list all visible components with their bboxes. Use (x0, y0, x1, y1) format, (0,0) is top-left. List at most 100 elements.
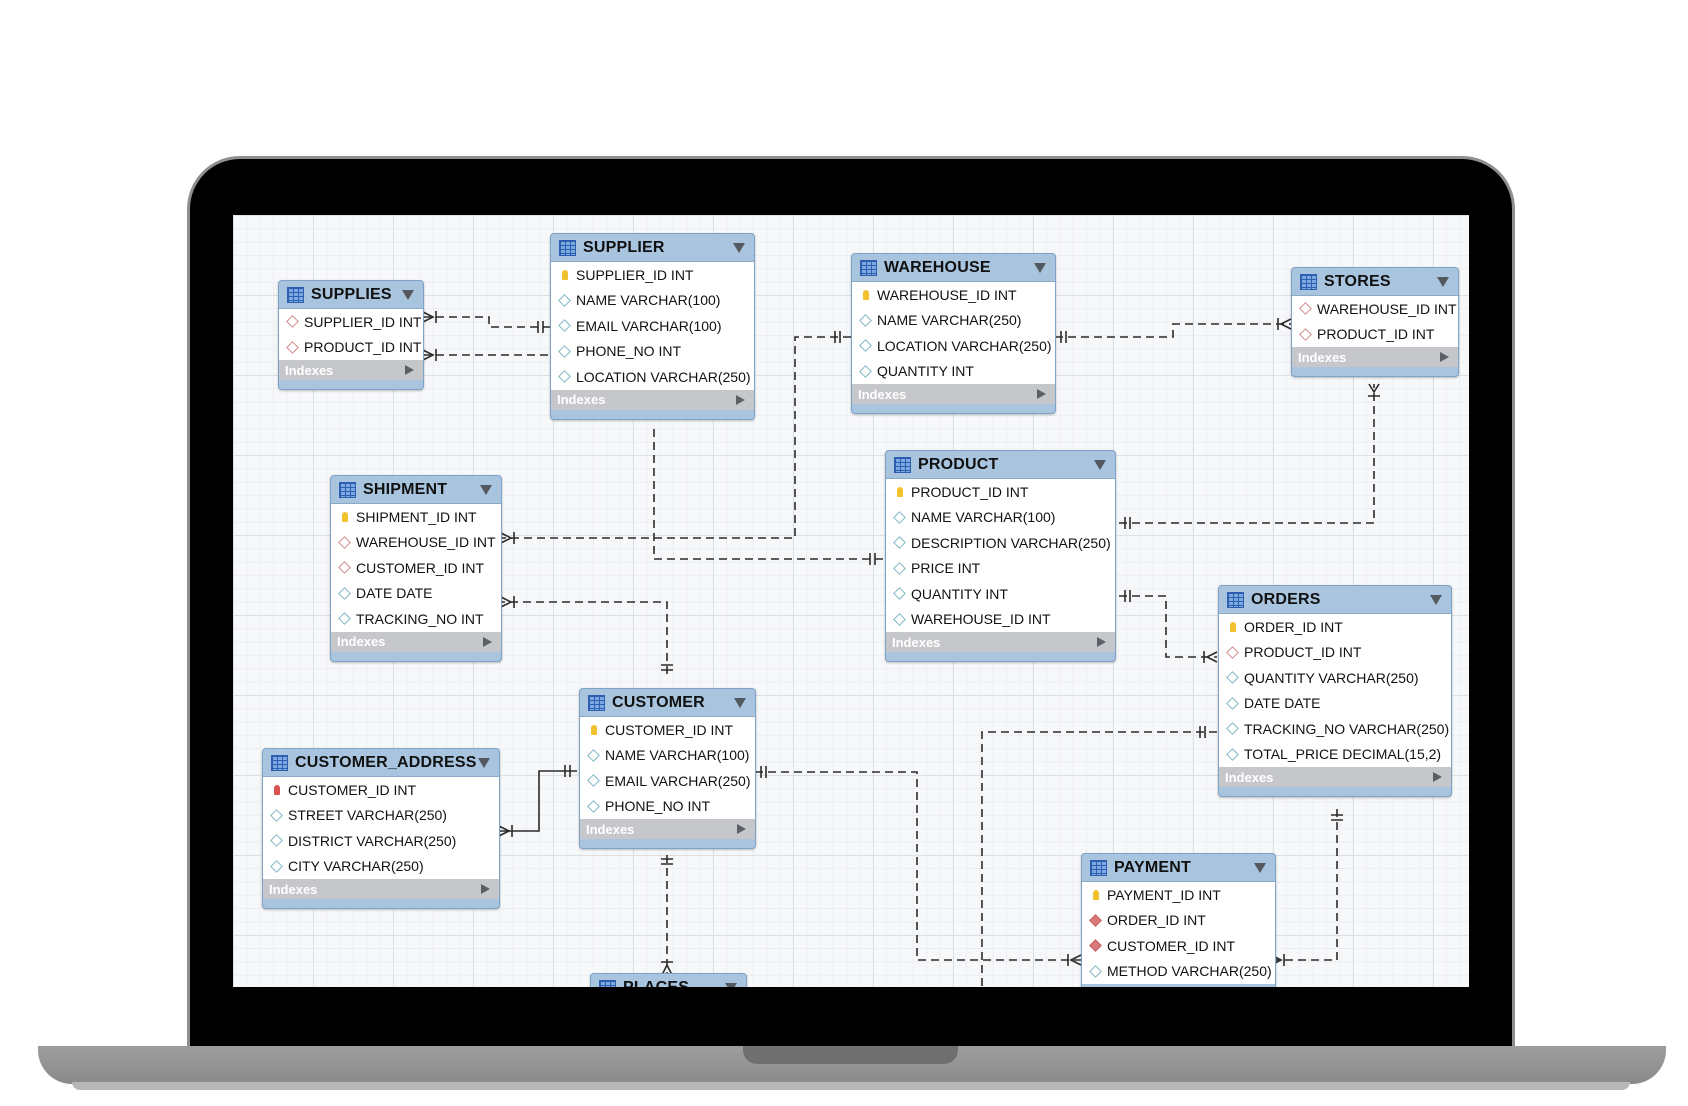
column-row[interactable]: TOTAL_PRICE DECIMAL(15,2) (1219, 742, 1451, 768)
column-row[interactable]: EMAIL VARCHAR(250) (580, 768, 755, 794)
column-row[interactable]: NAME VARCHAR(100) (580, 743, 755, 769)
table-customer[interactable]: CUSTOMER CUSTOMER_ID INT NAME VARCHAR(10… (579, 688, 756, 849)
table-header[interactable]: ORDERS (1219, 586, 1451, 613)
column-row[interactable]: LOCATION VARCHAR(250) (551, 364, 754, 390)
collapse-arrow-icon[interactable] (1254, 863, 1266, 873)
column-row[interactable]: PRICE INT (886, 556, 1115, 582)
indexes-bar[interactable]: Indexes (1219, 767, 1451, 787)
collapse-arrow-icon[interactable] (733, 243, 745, 253)
table-header[interactable]: CUSTOMER (580, 689, 755, 716)
table-product[interactable]: PRODUCT PRODUCT_ID INT NAME VARCHAR(100)… (885, 450, 1116, 662)
column-row[interactable]: PAYMENT_ID INT (1082, 882, 1275, 908)
table-header[interactable]: STORES (1292, 268, 1458, 295)
collapse-arrow-icon[interactable] (478, 758, 490, 768)
column-row[interactable]: TRACKING_NO INT (331, 606, 501, 632)
laptop-notch (743, 1046, 958, 1064)
collapse-arrow-icon[interactable] (1094, 460, 1106, 470)
indexes-bar[interactable]: Indexes (852, 384, 1055, 404)
column-row[interactable]: QUANTITY VARCHAR(250) (1219, 665, 1451, 691)
column-row[interactable]: ORDER_ID INT (1219, 614, 1451, 640)
column-row[interactable]: PRODUCT_ID INT (886, 479, 1115, 505)
expand-arrow-icon[interactable] (483, 636, 492, 647)
table-header[interactable]: SHIPMENT (331, 476, 501, 503)
expand-arrow-icon[interactable] (1433, 772, 1442, 782)
column-row[interactable]: LOCATION VARCHAR(250) (852, 333, 1055, 359)
table-header[interactable]: PRODUCT (886, 451, 1115, 478)
expand-arrow-icon[interactable] (1440, 352, 1449, 362)
column-text: SUPPLIER_ID INT (304, 313, 422, 330)
indexes-bar[interactable]: Indexes (886, 632, 1115, 652)
table-header[interactable]: WAREHOUSE (852, 254, 1055, 281)
table-stores[interactable]: STORES WAREHOUSE_ID INT PRODUCT_ID INT I… (1291, 267, 1459, 377)
column-row[interactable]: DESCRIPTION VARCHAR(250) (886, 530, 1115, 556)
column-row[interactable]: PRODUCT_ID INT (1219, 640, 1451, 666)
column-text: PRODUCT_ID INT (911, 483, 1029, 500)
column-row[interactable]: PHONE_NO INT (580, 794, 755, 820)
column-row[interactable]: WAREHOUSE_ID INT (1292, 296, 1458, 322)
expand-arrow-icon[interactable] (1097, 637, 1106, 647)
collapse-arrow-icon[interactable] (480, 485, 492, 495)
expand-arrow-icon[interactable] (1037, 389, 1046, 399)
er-diagram-canvas[interactable]: SUPPLIES SUPPLIER_ID INT PRODUCT_ID INT … (233, 215, 1469, 987)
column-row[interactable]: DISTRICT VARCHAR(250) (263, 828, 499, 854)
column-row[interactable]: CUSTOMER_ID INT (1082, 933, 1275, 959)
column-row[interactable]: SHIPMENT_ID INT (331, 504, 501, 530)
table-places[interactable]: PLACES (590, 973, 747, 987)
indexes-bar[interactable]: Indexes (331, 631, 501, 652)
expand-arrow-icon[interactable] (481, 884, 490, 894)
indexes-bar[interactable]: Indexes (263, 879, 499, 899)
table-orders[interactable]: ORDERS ORDER_ID INT PRODUCT_ID INT QUANT… (1218, 585, 1452, 797)
column-row[interactable]: QUANTITY INT (852, 359, 1055, 385)
column-row[interactable]: QUANTITY INT (886, 581, 1115, 607)
table-shipment[interactable]: SHIPMENT SHIPMENT_ID INT WAREHOUSE_ID IN… (330, 475, 502, 662)
column-row[interactable]: NAME VARCHAR(100) (886, 505, 1115, 531)
column-row[interactable]: PRODUCT_ID INT (279, 335, 423, 361)
indexes-bar[interactable]: Indexes (279, 360, 423, 380)
collapse-arrow-icon[interactable] (402, 290, 414, 300)
expand-arrow-icon[interactable] (737, 824, 746, 834)
expand-arrow-icon[interactable] (736, 394, 745, 405)
column-row[interactable]: CUSTOMER_ID INT (580, 717, 755, 743)
column-row[interactable]: TRACKING_NO VARCHAR(250) (1219, 716, 1451, 742)
column-row[interactable]: WAREHOUSE_ID INT (331, 530, 501, 556)
column-row[interactable]: EMAIL VARCHAR(100) (551, 313, 754, 339)
collapse-arrow-icon[interactable] (1430, 595, 1442, 605)
column-row[interactable]: WAREHOUSE_ID INT (886, 607, 1115, 633)
table-customer-address[interactable]: CUSTOMER_ADDRESS CUSTOMER_ID INT STREET … (262, 748, 500, 909)
column-row[interactable]: DATE DATE (331, 581, 501, 607)
column-row[interactable]: CUSTOMER_ID INT (263, 777, 499, 803)
column-row[interactable]: ORDER_ID INT (1082, 908, 1275, 934)
indexes-bar[interactable]: Indexes (551, 389, 754, 410)
table-warehouse[interactable]: WAREHOUSE WAREHOUSE_ID INT NAME VARCHAR(… (851, 253, 1056, 414)
column-row[interactable]: CUSTOMER_ID INT (331, 555, 501, 581)
table-supplier[interactable]: SUPPLIER SUPPLIER_ID INT NAME VARCHAR(10… (550, 233, 755, 420)
column-row[interactable]: SUPPLIER_ID INT (279, 309, 423, 335)
column-row[interactable]: WAREHOUSE_ID INT (852, 282, 1055, 308)
table-header[interactable]: SUPPLIES (279, 281, 423, 308)
column-row[interactable]: NAME VARCHAR(250) (852, 308, 1055, 334)
column-row[interactable]: NAME VARCHAR(100) (551, 288, 754, 314)
table-payment[interactable]: PAYMENT PAYMENT_ID INT ORDER_ID INT CUST… (1081, 853, 1276, 987)
table-supplies[interactable]: SUPPLIES SUPPLIER_ID INT PRODUCT_ID INT … (278, 280, 424, 390)
column-row[interactable]: DATE DATE (1219, 691, 1451, 717)
column-row[interactable]: PHONE_NO INT (551, 339, 754, 365)
column-row[interactable]: CITY VARCHAR(250) (263, 854, 499, 880)
column-row[interactable]: PRODUCT_ID INT (1292, 322, 1458, 348)
indexes-label: Indexes (892, 634, 941, 650)
collapse-arrow-icon[interactable] (734, 698, 746, 708)
collapse-arrow-icon[interactable] (725, 983, 737, 987)
expand-arrow-icon[interactable] (405, 365, 414, 375)
table-header[interactable]: SUPPLIER (551, 234, 754, 261)
collapse-arrow-icon[interactable] (1034, 263, 1046, 273)
column-row[interactable]: SUPPLIER_ID INT (551, 262, 754, 288)
table-header[interactable]: CUSTOMER_ADDRESS (263, 749, 499, 776)
table-header[interactable]: PLACES (591, 974, 746, 987)
table-title: SUPPLIER (583, 238, 665, 256)
collapse-arrow-icon[interactable] (1437, 277, 1449, 287)
column-row[interactable]: METHOD VARCHAR(250) (1082, 959, 1275, 985)
table-header[interactable]: PAYMENT (1082, 854, 1275, 881)
indexes-bar[interactable]: Indexes (1292, 347, 1458, 367)
column-text: NAME VARCHAR(250) (877, 312, 1022, 329)
column-row[interactable]: STREET VARCHAR(250) (263, 803, 499, 829)
indexes-bar[interactable]: Indexes (580, 819, 755, 839)
